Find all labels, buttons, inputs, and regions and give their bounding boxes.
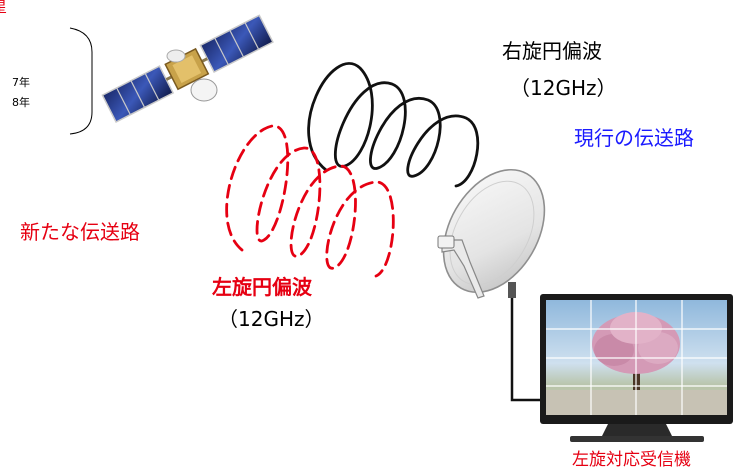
satellite-icon: [101, 14, 274, 123]
bracket: [69, 27, 93, 135]
television-icon: [540, 294, 733, 442]
solar-panel-left: [101, 65, 175, 123]
parabolic-antenna-icon: [437, 168, 546, 299]
year-label-b: 8年: [12, 96, 30, 109]
right-polarization-label: 右旋円偏波: [502, 39, 602, 63]
left-polarization-label: 左旋円偏波: [212, 275, 312, 299]
tv-grid-overlay: [546, 300, 727, 415]
cut-off-title: 星: [0, 0, 7, 15]
antenna-cable: [510, 298, 548, 402]
right-circular-wave: [307, 62, 480, 188]
left-frequency-label: （12GHz）: [218, 307, 325, 331]
current-path-label: 現行の伝送路: [574, 126, 694, 150]
receiver-label: 左旋対応受信機: [572, 450, 691, 470]
left-circular-wave: [225, 124, 395, 278]
right-frequency-label: （12GHz）: [510, 76, 617, 100]
solar-panel-right: [199, 14, 274, 74]
new-path-label: 新たな伝送路: [20, 220, 140, 244]
year-label-a: 7年: [12, 76, 30, 89]
